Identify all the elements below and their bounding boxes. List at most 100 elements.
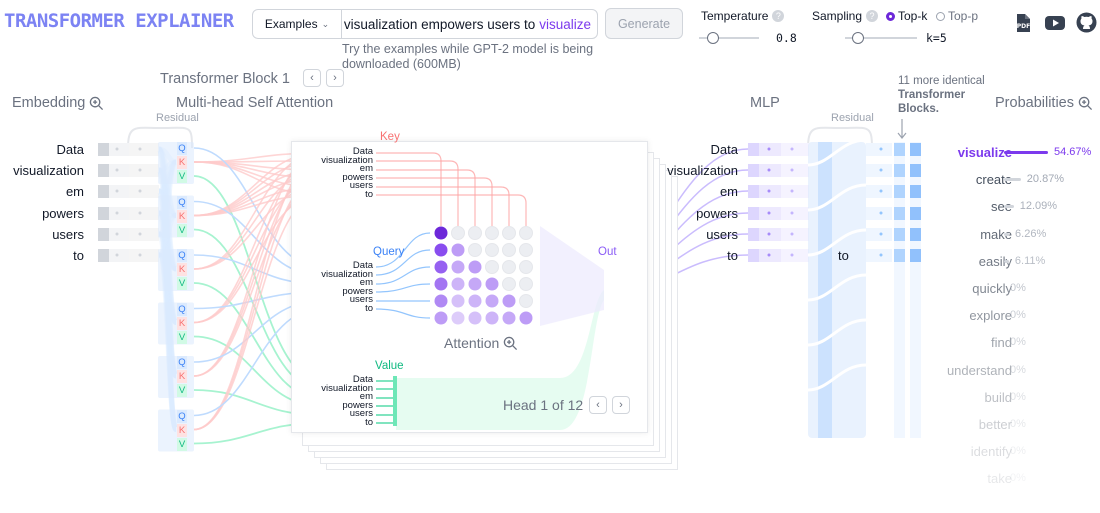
vector-dot xyxy=(790,253,794,257)
attention-cell xyxy=(434,311,448,325)
query-line xyxy=(375,249,431,276)
qkv-letter: Q xyxy=(177,356,187,369)
probability-pct: 0% xyxy=(1010,445,1026,458)
temperature-label-group: Temperature ? xyxy=(701,9,785,23)
vector-dot xyxy=(879,189,883,193)
zoom-in-icon[interactable] xyxy=(503,336,518,351)
probability-bar xyxy=(1004,259,1009,263)
head-token: visualization xyxy=(321,268,373,280)
embedding-vector-cell xyxy=(129,207,159,220)
mlp-vector-cell xyxy=(748,249,759,262)
probability-pct: 54.67% xyxy=(1054,146,1092,158)
mlp-out-cell xyxy=(866,164,892,177)
chevron-right-icon: › xyxy=(619,399,623,411)
block-title-group: Transformer Block 1 xyxy=(160,71,290,87)
vector-dot xyxy=(115,253,119,257)
probability-pct: 0% xyxy=(1010,418,1026,430)
help-icon[interactable]: ? xyxy=(772,10,785,22)
vector-dot xyxy=(879,253,883,257)
attention-label: Attention xyxy=(444,335,500,351)
qkv-letter: K xyxy=(177,263,187,276)
attention-cell xyxy=(519,277,533,291)
attention-cell xyxy=(519,311,533,325)
attention-zoom[interactable]: Attention xyxy=(444,335,518,351)
vector-dot xyxy=(138,232,142,236)
prompt-text: Data visualization empowers users to xyxy=(342,16,536,32)
more-blocks-prefix: 11 more identical xyxy=(898,75,985,87)
probability-bar xyxy=(1004,232,1010,236)
mlp-vector-cell xyxy=(748,228,759,241)
attention-cell xyxy=(485,294,499,308)
mlp-separator xyxy=(807,273,867,302)
mlp-token: powers xyxy=(696,206,738,221)
attention-cell xyxy=(468,311,482,325)
generate-button[interactable]: Generate xyxy=(605,8,683,39)
prompt-input[interactable]: Data visualization empowers users to vis… xyxy=(341,9,598,39)
residual-label-right: Residual xyxy=(831,112,874,124)
probability-word: find xyxy=(991,335,1012,351)
sampling-option-top-k[interactable]: Top-k xyxy=(886,9,927,23)
mlp-separator xyxy=(807,228,867,257)
k-slider-thumb[interactable] xyxy=(852,32,865,44)
block-prev-button[interactable]: ‹ xyxy=(303,69,321,87)
probability-bar xyxy=(1004,151,1048,154)
query-line xyxy=(375,283,431,293)
zoom-in-icon[interactable] xyxy=(1078,96,1093,111)
probability-word: build xyxy=(984,389,1012,405)
app-logo: TRANSFORMER EXPLAINER xyxy=(4,10,234,32)
zoom-in-icon[interactable] xyxy=(89,96,104,111)
head-next-button[interactable]: › xyxy=(612,396,630,414)
block-output-cell xyxy=(894,185,905,198)
k-slider-track[interactable] xyxy=(845,37,917,39)
embedding-vector-cell xyxy=(98,185,109,198)
svg-text:PDF: PDF xyxy=(1017,23,1030,30)
vector-dot xyxy=(115,232,119,236)
attention-cell xyxy=(502,243,516,257)
embedding-vector-cell xyxy=(129,164,159,177)
attention-cell xyxy=(468,294,482,308)
temperature-value: 0.8 xyxy=(776,31,797,45)
github-icon[interactable] xyxy=(1076,12,1097,33)
vector-dot xyxy=(138,168,142,172)
mlp-vector-cell xyxy=(781,249,809,262)
temperature-label: Temperature xyxy=(701,9,769,23)
residual-arc xyxy=(807,126,873,149)
chevron-down-icon: ⌄ xyxy=(321,18,330,29)
attention-cell xyxy=(451,243,465,257)
attention-cell xyxy=(485,243,499,257)
embedding-vector-cell xyxy=(129,185,159,198)
mlp-separator xyxy=(807,363,867,392)
qkv-letter: K xyxy=(177,209,187,223)
vector-dot xyxy=(879,232,883,236)
pdf-icon[interactable]: PDF xyxy=(1013,13,1033,33)
probability-word: better xyxy=(978,417,1012,432)
qkv-letter: K xyxy=(177,316,187,330)
vector-dot xyxy=(767,211,771,215)
attention-cell xyxy=(451,226,465,240)
sampling-label-group: Sampling ? xyxy=(812,9,879,23)
qkv-letter: K xyxy=(177,423,187,437)
probabilities-title[interactable]: Probabilities xyxy=(995,95,1093,111)
sampling-option-top-p[interactable]: Top-p xyxy=(936,9,978,23)
attention-cell xyxy=(468,277,482,291)
attention-cell xyxy=(519,226,533,240)
block-next-button[interactable]: › xyxy=(326,69,344,87)
embedding-vector-cell xyxy=(109,143,129,156)
attention-cell xyxy=(519,294,533,308)
attention-cell xyxy=(434,294,448,308)
temperature-slider-thumb[interactable] xyxy=(707,32,720,44)
embedding-title[interactable]: Embedding xyxy=(12,95,104,111)
head-prev-button[interactable]: ‹ xyxy=(589,396,607,414)
mlp-vector-cell xyxy=(781,185,809,198)
embedding-token: users xyxy=(52,227,84,242)
head-token: powers xyxy=(342,171,373,183)
youtube-icon[interactable] xyxy=(1044,14,1066,32)
vector-dot xyxy=(115,147,119,151)
embedding-vector-cell xyxy=(98,228,109,241)
qkv-letter: V xyxy=(177,384,187,397)
temperature-slider-track[interactable] xyxy=(699,37,759,39)
help-icon[interactable]: ? xyxy=(866,10,879,22)
probability-pct: 6.11% xyxy=(1014,254,1046,267)
mlp-out-cell xyxy=(866,143,892,156)
probability-pct: 12.09% xyxy=(1019,200,1058,213)
